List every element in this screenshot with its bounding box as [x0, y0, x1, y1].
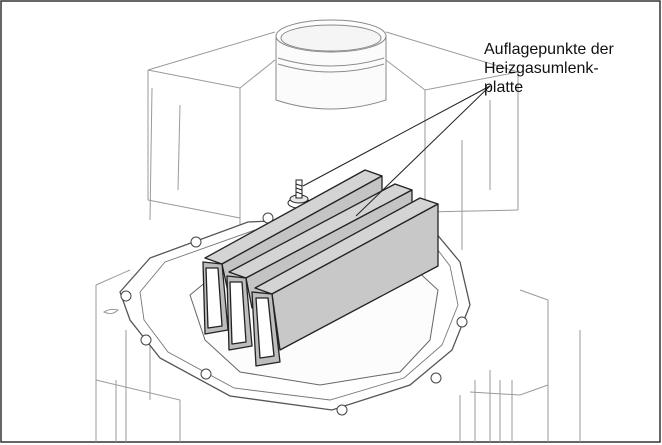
flue-outlet: [275, 19, 387, 110]
callout-label-line-1: Auflagepunkte der: [484, 41, 614, 58]
callout-label-line-3: platte: [484, 79, 524, 96]
lower-housing: [95, 269, 581, 442]
callout-label-line-2: Heizgasumlenk-: [484, 60, 599, 77]
deflector-tube-front: [251, 197, 439, 367]
callout-leader-lines: [302, 85, 491, 217]
